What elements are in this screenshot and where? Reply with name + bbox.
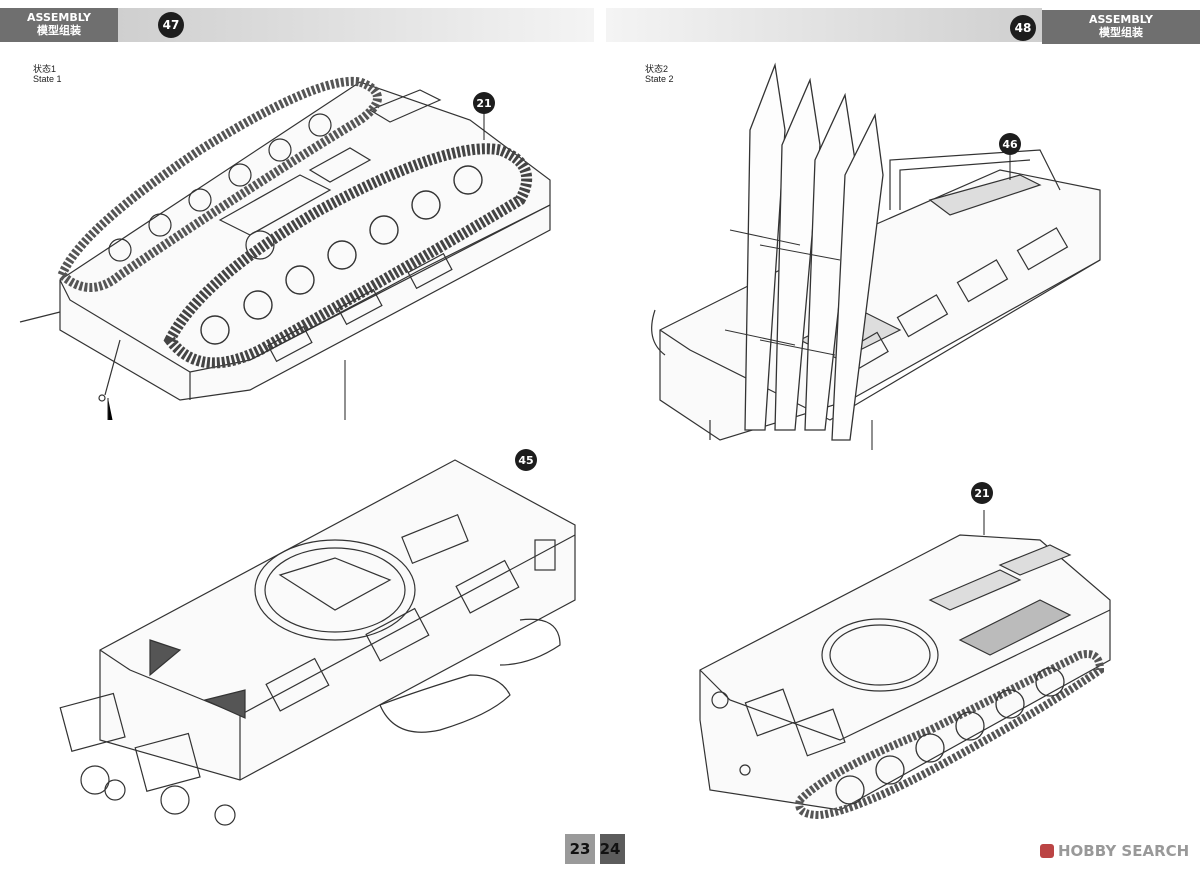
watermark: HOBBY SEARCH [1040,842,1189,860]
header-bar-left [118,8,594,42]
part-callout-45: 45 [515,449,537,471]
assembly-header-left: ASSEMBLY 模型组装 [0,8,118,42]
step-number-badge: 48 [1010,15,1036,41]
header-bar-right [606,8,1042,42]
state-label: 状态2 State 2 [645,64,674,84]
assembly-header-right: ASSEMBLY 模型组装 [1042,10,1200,44]
launcher-with-missiles-drawing [651,62,1101,450]
page-number-left: 23 [565,834,595,864]
part-callout-46: 46 [999,133,1021,155]
step-number-badge: 47 [158,12,184,38]
hobby-search-logo-icon [1040,844,1054,858]
state-label-en: State 2 [645,74,674,84]
state-label-cn: 状态1 [33,64,57,74]
state-label-en: State 1 [33,74,62,84]
header-title-cn: 模型组装 [1099,26,1143,39]
left-page: ASSEMBLY 模型组装 47 状态1 State 1 [0,8,595,864]
part-callout-21: 21 [473,92,495,114]
chassis-with-tracks-drawing [19,76,551,420]
header-title-cn: 模型组装 [37,24,81,37]
header-title-en: ASSEMBLY [27,11,91,24]
watermark-text: HOBBY SEARCH [1058,842,1190,860]
right-page: ASSEMBLY 模型组装 48 状态2 State 2 [600,0,1200,870]
hull-top-with-tracks-drawing [699,510,1111,820]
state-label-cn: 状态2 [645,64,669,74]
part-callout-21: 21 [971,482,993,504]
header-title-en: ASSEMBLY [1089,13,1153,26]
page-number-right: 24 [600,834,625,864]
state-label: 状态1 State 1 [33,64,62,84]
hull-underside-drawing [59,459,576,826]
